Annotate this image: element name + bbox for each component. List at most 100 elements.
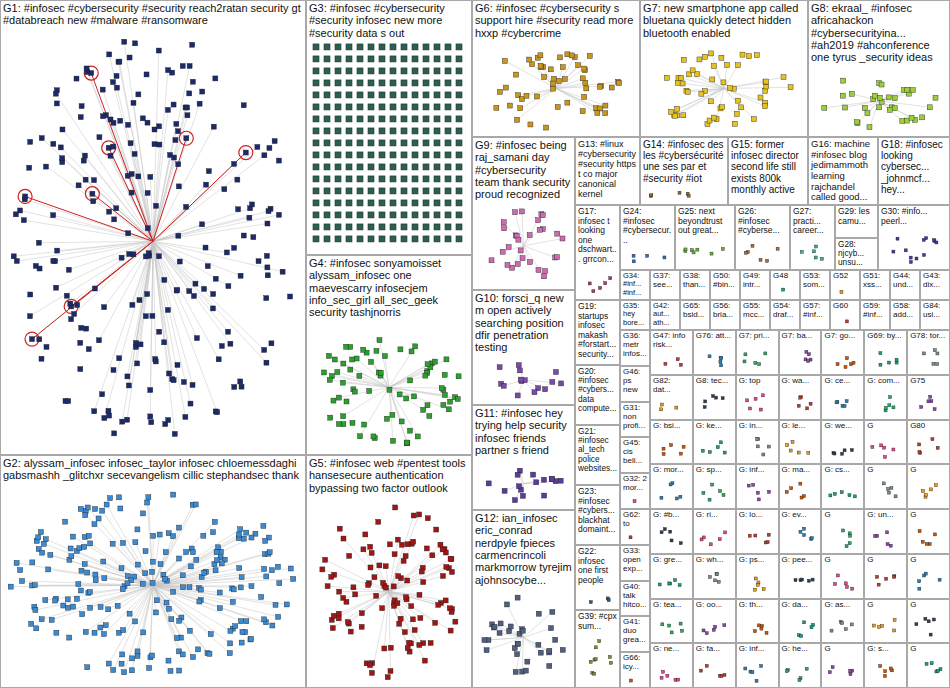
vertex-square — [434, 188, 440, 194]
vertex-square — [892, 106, 897, 111]
vertex-square — [368, 80, 374, 86]
group-box: G6: #infosec #cybersecurity s support hi… — [472, 0, 640, 137]
vertex-square — [849, 673, 852, 676]
vertex-square — [79, 104, 84, 109]
vertex-square — [423, 140, 429, 146]
vertex-square — [141, 630, 146, 635]
vertex-square — [666, 674, 669, 677]
vertex-square — [445, 56, 451, 62]
vertex-square — [276, 212, 281, 217]
group-label: G50: #bin... — [713, 272, 737, 290]
vertex-square — [554, 255, 559, 260]
vertex-square — [576, 63, 581, 68]
vertex-square — [445, 140, 451, 146]
vertex-square — [335, 116, 341, 122]
vertex-square — [708, 451, 711, 454]
edge-line — [389, 540, 398, 592]
vertex-square — [502, 488, 507, 493]
edge-line — [389, 514, 419, 591]
vertex-square — [719, 356, 722, 359]
vertex-square — [120, 419, 125, 424]
vertex-square — [335, 188, 341, 194]
vertex-square — [106, 661, 111, 666]
vertex-square — [833, 492, 836, 495]
group-box: G39: #cpx sum... — [575, 610, 620, 688]
vertex-square — [440, 573, 445, 578]
vertex-square — [423, 104, 429, 110]
vertex-square — [915, 257, 918, 260]
vertex-square — [390, 104, 396, 110]
vertex-ring — [102, 141, 116, 155]
vertex-square — [335, 80, 341, 86]
vertex-square — [646, 254, 649, 257]
group-label: G17: infosec t looking one dschwart... g… — [578, 207, 617, 264]
vertex-square — [238, 273, 243, 278]
vertex-square — [494, 105, 499, 110]
vertex-square — [412, 164, 418, 170]
vertex-square — [156, 254, 161, 259]
vertex-square — [423, 68, 429, 74]
vertex-square — [148, 174, 153, 179]
vertex-square — [399, 542, 404, 547]
edge-line — [674, 88, 724, 114]
vertex-square — [112, 431, 117, 436]
vertex-square — [335, 164, 341, 170]
vertex-square — [324, 140, 330, 146]
vertex-square — [357, 104, 363, 110]
vertex-square — [434, 104, 440, 110]
vertex-square — [48, 552, 53, 557]
vertex-square — [187, 63, 192, 68]
vertex-square — [695, 72, 700, 77]
vertex-square — [658, 583, 661, 586]
vertex-square — [932, 618, 935, 621]
vertex-square — [379, 116, 385, 122]
vertex-square — [456, 92, 462, 98]
vertex-square — [146, 495, 151, 500]
vertex-square — [329, 574, 334, 579]
vertex-square — [102, 415, 107, 420]
vertex-square — [548, 626, 553, 631]
vertex-square — [384, 585, 389, 590]
vertex-square — [157, 329, 162, 334]
vertex-square — [399, 419, 404, 424]
vertex-square — [148, 388, 153, 393]
vertex-square — [938, 578, 941, 581]
vertex-square — [145, 190, 150, 195]
vertex-square — [409, 349, 414, 354]
vertex-square — [345, 620, 350, 625]
vertex-square — [141, 511, 146, 516]
vertex-square — [748, 534, 751, 537]
vertex-square — [353, 592, 358, 597]
vertex-square — [379, 224, 385, 230]
group-box: G8: ekraal_ #infosec africahackon #cyber… — [808, 0, 950, 137]
vertex-square — [69, 317, 74, 322]
vertex-square — [235, 177, 240, 182]
edge-line — [724, 88, 754, 119]
vertex-square — [227, 651, 232, 656]
edge-line — [153, 241, 227, 252]
vertex-square — [40, 550, 45, 555]
vertex-square — [401, 128, 407, 134]
vertex-square — [456, 116, 462, 122]
vertex-square — [401, 104, 407, 110]
vertex-square — [196, 647, 201, 652]
vertex-square — [335, 224, 341, 230]
vertex-square — [313, 164, 319, 170]
edge-line — [87, 68, 153, 241]
vertex-square — [228, 341, 233, 346]
vertex-square — [114, 73, 119, 78]
vertex-square — [211, 292, 216, 297]
vertex-square — [754, 577, 757, 580]
vertex-square — [529, 62, 534, 67]
vertex-square — [126, 122, 131, 127]
vertex-square — [357, 200, 363, 206]
vertex-square — [427, 414, 432, 419]
vertex-square — [412, 116, 418, 122]
vertex-square — [121, 628, 126, 633]
vertex-square — [324, 188, 330, 194]
vertex-square — [11, 254, 16, 259]
vertex-square — [391, 584, 396, 589]
edge-line — [153, 107, 187, 241]
vertex-square — [849, 91, 854, 96]
vertex-square — [404, 440, 409, 445]
